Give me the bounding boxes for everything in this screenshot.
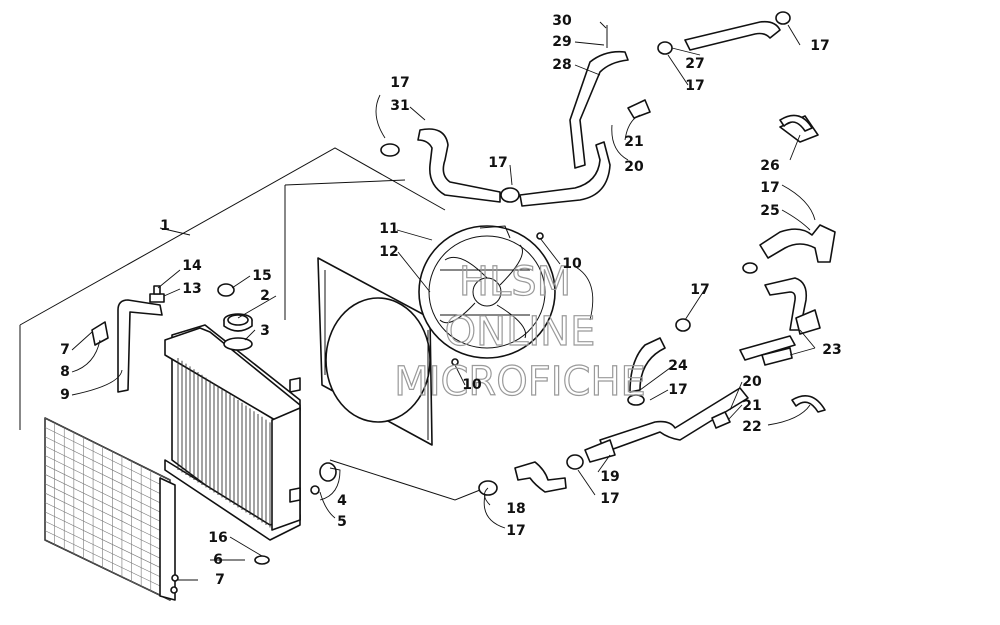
callout-3: 3 bbox=[260, 323, 270, 339]
callout-5: 5 bbox=[337, 514, 347, 530]
callout-6: 6 bbox=[213, 552, 223, 568]
callout-15: 15 bbox=[252, 268, 271, 284]
callout-21-upper: 21 bbox=[624, 134, 643, 150]
callout-14: 14 bbox=[182, 258, 202, 274]
watermark: HLSM ONLINE MICROFICHE bbox=[394, 258, 647, 405]
callout-labels: 1 2 3 4 5 6 7 7 8 9 10 10 11 12 13 14 15… bbox=[60, 13, 842, 588]
callout-17-upper-mid: 17 bbox=[488, 155, 507, 171]
watermark-line1: HLSM bbox=[459, 259, 571, 305]
upper-hoses bbox=[380, 11, 791, 207]
callout-19: 19 bbox=[600, 469, 619, 485]
callout-13: 13 bbox=[182, 281, 201, 297]
screen-mesh-line bbox=[44, 483, 171, 545]
callout-4: 4 bbox=[337, 493, 347, 509]
callout-22: 22 bbox=[742, 419, 761, 435]
hardware bbox=[91, 232, 544, 594]
callout-7-left: 7 bbox=[60, 342, 70, 358]
callout-16: 16 bbox=[208, 530, 227, 546]
screen-mesh-line bbox=[44, 530, 171, 592]
callout-24: 24 bbox=[668, 358, 688, 374]
callout-1: 1 bbox=[160, 218, 170, 234]
callout-10-upper: 10 bbox=[562, 256, 582, 272]
callout-25: 25 bbox=[760, 203, 779, 219]
assembly-bracket bbox=[19, 147, 481, 501]
callout-21-lower: 21 bbox=[742, 398, 761, 414]
callout-30: 30 bbox=[552, 13, 572, 29]
callout-11: 11 bbox=[379, 221, 398, 237]
callout-2: 2 bbox=[260, 288, 270, 304]
screen-mesh-line bbox=[44, 445, 171, 508]
callout-27: 27 bbox=[685, 56, 704, 72]
screen-mesh-line bbox=[44, 436, 171, 499]
callout-12: 12 bbox=[379, 244, 398, 260]
callout-17-top-right: 17 bbox=[810, 38, 829, 54]
radiator bbox=[164, 313, 301, 541]
screen-mesh-line bbox=[44, 455, 171, 518]
callout-7-bottom: 7 bbox=[215, 572, 225, 588]
callout-18: 18 bbox=[506, 501, 525, 517]
right-hoses bbox=[478, 114, 836, 496]
callout-17-bottom-mid: 17 bbox=[600, 491, 619, 507]
screen-mesh-line bbox=[44, 427, 171, 490]
radiator-screen bbox=[44, 417, 176, 601]
callout-17-top-mid: 17 bbox=[685, 78, 704, 94]
callout-9: 9 bbox=[60, 387, 70, 403]
fan-shroud bbox=[317, 257, 433, 446]
screen-mesh-line bbox=[44, 417, 171, 481]
screen-mesh-line bbox=[44, 502, 171, 564]
screen-mesh-line bbox=[44, 464, 171, 527]
callout-17-right: 17 bbox=[760, 180, 779, 196]
callout-17-upper-left: 17 bbox=[390, 75, 409, 91]
callout-17-bottom: 17 bbox=[506, 523, 525, 539]
callout-26: 26 bbox=[760, 158, 779, 174]
callout-23: 23 bbox=[822, 342, 841, 358]
callout-28: 28 bbox=[552, 57, 571, 73]
callout-leaders bbox=[71, 21, 816, 581]
watermark-line2: ONLINE bbox=[445, 309, 596, 355]
callout-20-lower: 20 bbox=[742, 374, 762, 390]
callout-17-lower-right: 17 bbox=[668, 382, 687, 398]
screen-mesh-line bbox=[44, 492, 171, 555]
watermark-line3: MICROFICHE bbox=[394, 359, 646, 405]
callout-31: 31 bbox=[390, 98, 409, 114]
callout-17-mid-right: 17 bbox=[690, 282, 709, 298]
callout-29: 29 bbox=[552, 34, 571, 50]
callout-10-lower: 10 bbox=[462, 377, 482, 393]
screen-mesh-line bbox=[44, 539, 171, 601]
screen-mesh-line bbox=[44, 474, 171, 536]
screen-mesh-line bbox=[44, 520, 171, 582]
cooling-fan bbox=[418, 225, 556, 359]
screen-mesh-line bbox=[44, 511, 171, 573]
callout-8: 8 bbox=[60, 364, 70, 380]
callout-20-upper: 20 bbox=[624, 159, 644, 175]
